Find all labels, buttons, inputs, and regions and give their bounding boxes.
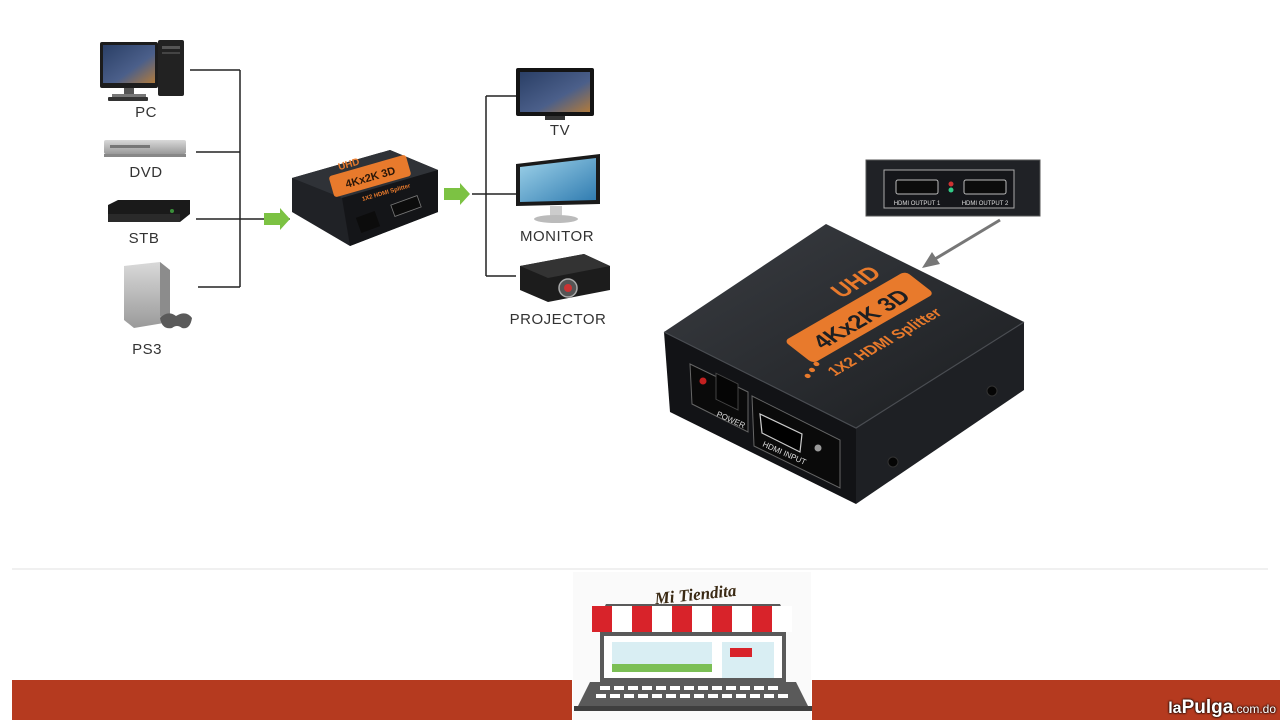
splitter-diagram-icon: 4Kx2K 3D UHD 1X2 HDMI Splitter [292,150,438,246]
output-monitor: MONITOR [516,154,600,245]
input-connectors [190,69,290,288]
lapulga-watermark: laPulga.com.do [1168,697,1276,719]
hdmi-splitter-product: 4Kx2K 3D UHD 1X2 HDMI Splitter POWER HDM… [663,224,1025,504]
callout-label-output-1: HDMI OUTPUT 1 [894,201,941,207]
footer-band-left [12,680,572,720]
output-connectors [472,95,516,277]
tv-icon [516,68,594,120]
source-label-pc: PC [135,104,157,121]
hdmi-input-port-icon [759,412,803,453]
game-console-icon [124,262,192,329]
monitor-icon [516,154,600,223]
watermark-pulga: Pulga [1181,697,1234,718]
hdmi-output-1-port-icon [895,179,939,195]
rear-ports-callout: HDMI OUTPUT 1 HDMI OUTPUT 2 [865,159,1041,217]
power-led-icon [699,377,707,385]
source-ps3: PS3 [124,262,192,358]
source-stb: STB [108,200,190,247]
output-label-projector: PROJECTOR [510,311,607,328]
hdmi-output-2-port-icon [963,179,1007,195]
output-projector: PROJECTOR [510,254,610,328]
arrow-right-icon [264,208,290,230]
store-logo: Mi Tiendita [573,572,812,720]
output-label-tv: TV [550,122,570,139]
footer-band-right [812,680,1280,720]
dvd-player-icon [104,140,186,157]
source-label-ps3: PS3 [132,341,162,358]
watermark-la: la [1168,700,1182,717]
callout-label-output-2: HDMI OUTPUT 2 [962,201,1009,207]
pc-icon [100,40,184,101]
set-top-box-icon [108,200,190,222]
output-arrow [444,183,470,205]
power-jack-icon [715,372,739,411]
callout-pointer-arrow [922,218,1001,268]
output-label-monitor: MONITOR [520,228,594,245]
source-label-stb: STB [129,230,160,247]
output-tv: TV [516,68,594,139]
projector-icon [520,254,610,302]
front-panel: POWER HDMI INPUT [689,363,841,489]
source-pc: PC [100,40,184,121]
source-dvd: DVD [104,140,186,181]
source-label-dvd: DVD [129,164,162,181]
watermark-domain: .com.do [1233,702,1276,716]
